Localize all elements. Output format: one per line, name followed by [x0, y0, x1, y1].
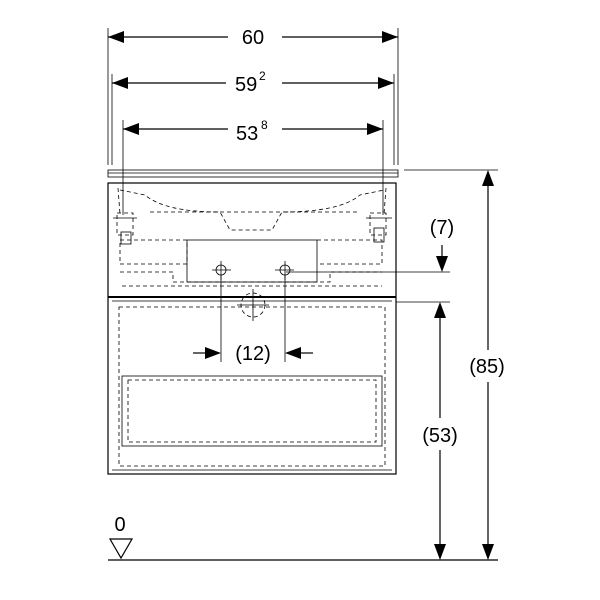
dimension-overall-width: 60 [107, 27, 399, 165]
dimension-drain-offset: (7) [430, 217, 454, 272]
level-triangle-icon [108, 538, 134, 560]
siphon-block [186, 239, 318, 283]
cabinet [107, 169, 399, 475]
left-bracket [113, 212, 137, 245]
dimension-top-width: 59 2 [111, 69, 395, 165]
siphon-spacing-label: (12) [235, 343, 271, 365]
dimension-inner-width: 53 8 [122, 118, 384, 215]
cabinet-height-label: (53) [422, 425, 458, 447]
overall-width-label: 60 [242, 27, 264, 49]
dimension-cabinet-height: (53) [422, 302, 458, 560]
floor-level-label: 0 [114, 514, 125, 536]
lower-drawer-inner [118, 306, 386, 467]
dimension-total-height: (85) [469, 170, 505, 560]
waste-outlet-marker [237, 289, 269, 321]
inner-width-label: 53 [236, 123, 258, 145]
total-height-label: (85) [469, 356, 505, 378]
inner-width-superscript: 8 [261, 118, 268, 132]
basin-top-rim [107, 169, 399, 178]
inner-drawer [121, 375, 383, 447]
dimension-siphon-spacing: (12) [193, 275, 313, 365]
right-bracket [366, 212, 392, 243]
drain-right-marker [275, 261, 294, 280]
drain-offset-label: (7) [430, 217, 454, 239]
top-width-superscript: 2 [259, 69, 266, 83]
drain-left-marker [212, 261, 231, 280]
floor-level-marker: 0 [108, 514, 134, 560]
top-width-label: 59 [235, 74, 257, 96]
cabinet-outline [107, 182, 397, 475]
basin-underside [119, 189, 385, 231]
